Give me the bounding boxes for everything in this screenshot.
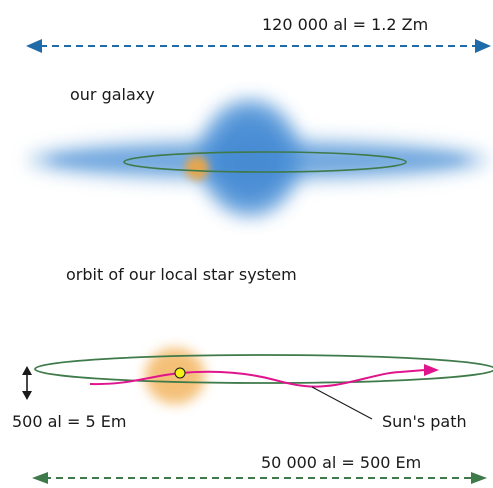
thickness-arrow bbox=[22, 366, 32, 400]
orbit-diameter-arrow bbox=[32, 472, 487, 484]
galaxy-bulge-core bbox=[218, 118, 282, 198]
thickness-label: 500 al = 5 Em bbox=[12, 412, 127, 431]
sun-path-leader-line bbox=[311, 386, 373, 420]
arrow-left-head-icon bbox=[26, 39, 42, 53]
orbit-diameter-label: 50 000 al = 500 Em bbox=[261, 453, 422, 472]
orbit-title-label: orbit of our local star system bbox=[66, 265, 297, 284]
local-star-system-glow bbox=[185, 156, 209, 180]
galaxy-diameter-arrow bbox=[26, 39, 491, 53]
orbit-illustration bbox=[34, 348, 493, 420]
arrow-right-head-icon bbox=[471, 472, 487, 484]
sun-path-curve bbox=[89, 369, 426, 388]
arrow-left-head-icon bbox=[32, 472, 48, 484]
arrow-down-head-icon bbox=[22, 391, 32, 400]
sun-path-arrowhead-icon bbox=[424, 364, 439, 376]
arrow-right-head-icon bbox=[475, 39, 491, 53]
galaxy-label: our galaxy bbox=[70, 85, 155, 104]
galaxy-diameter-label: 120 000 al = 1.2 Zm bbox=[262, 15, 429, 34]
arrow-up-head-icon bbox=[22, 366, 32, 375]
galaxy-orbit-ring bbox=[123, 151, 407, 173]
orbit-ring bbox=[34, 354, 493, 384]
sun-dot bbox=[174, 367, 186, 379]
galaxy-illustration bbox=[28, 100, 488, 216]
local-star-system-glow-large bbox=[145, 348, 205, 404]
sun-path-label: Sun's path bbox=[382, 412, 467, 431]
